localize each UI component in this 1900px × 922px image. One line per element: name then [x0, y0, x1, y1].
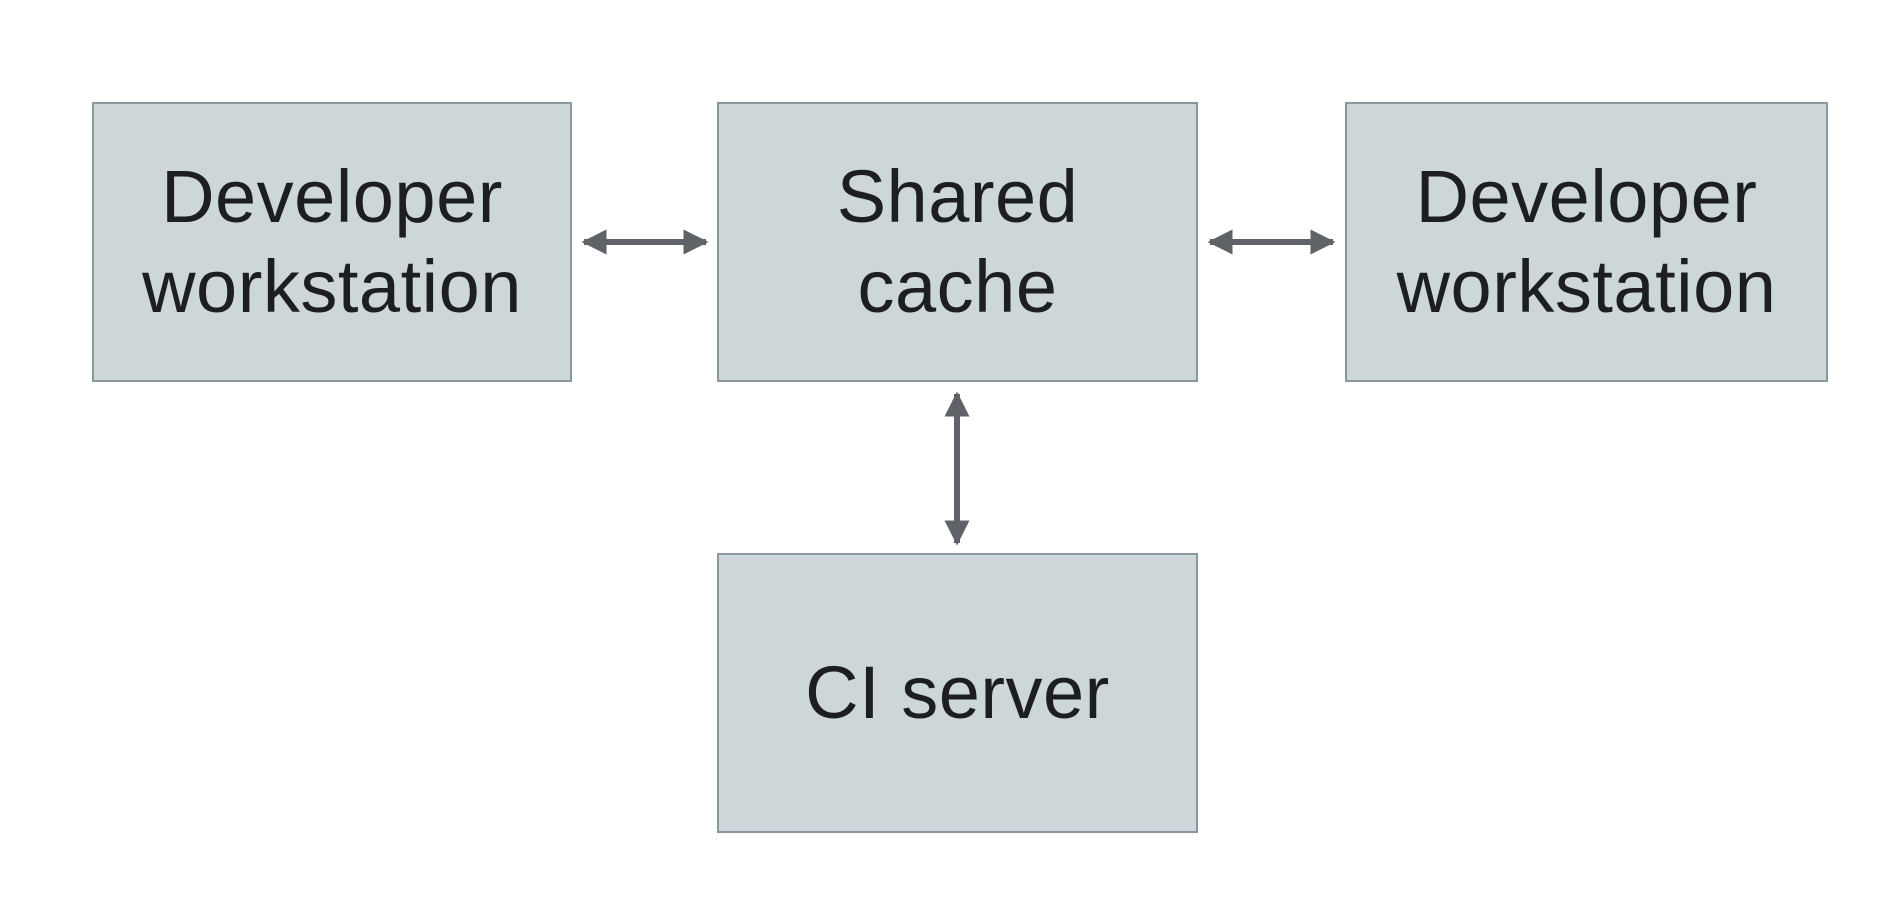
- node-label-shared-cache: Shared cache: [836, 154, 1079, 328]
- node-developer-workstation-right: Developer workstation: [1345, 102, 1828, 382]
- node-ci-server: CI server: [717, 553, 1198, 833]
- node-label-developer-workstation-right: Developer workstation: [1396, 154, 1777, 328]
- node-shared-cache: Shared cache: [717, 102, 1198, 382]
- node-developer-workstation-left: Developer workstation: [92, 102, 572, 382]
- node-label-developer-workstation-left: Developer workstation: [142, 154, 522, 328]
- node-label-ci-server: CI server: [805, 650, 1110, 734]
